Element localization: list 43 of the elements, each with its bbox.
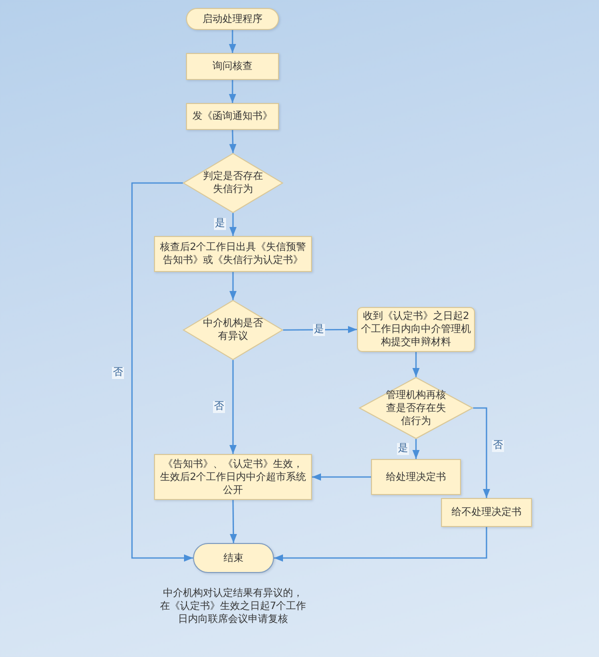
terminal-pill [186, 8, 279, 30]
flow-arrow [228, 30, 236, 53]
edge-label: 否 [112, 367, 124, 379]
process-box [371, 459, 461, 495]
step-text: 收到《认定书》之日起2个工作日内向中介管理机构提交申辩材料 [360, 310, 472, 349]
edge-label: 否 [213, 401, 225, 413]
step-text: 给处理决定书 [386, 470, 446, 484]
decision-diamond [183, 300, 283, 360]
flow-arrow [229, 360, 237, 454]
flow-arrow [229, 213, 237, 236]
decision-text: 判定是否存在失信行为 [202, 170, 264, 196]
decision-text: 中介机构是否有异议 [202, 317, 264, 343]
process-box [186, 53, 279, 80]
edge-label: 否 [492, 440, 504, 452]
edge-label: 是 [313, 324, 325, 336]
edge-label: 是 [214, 218, 226, 230]
step-text: 结束 [224, 552, 244, 564]
flow-arrow [412, 439, 420, 459]
terminal-pill [193, 543, 274, 573]
decision-diamond [359, 377, 473, 439]
step-text: 给不处理决定书 [452, 506, 522, 519]
flow-arrow [229, 130, 236, 154]
flow-arrow [473, 407, 490, 498]
flow-arrow [228, 80, 236, 103]
step-text: 询问核查 [212, 60, 252, 73]
flow-arrow [312, 473, 371, 481]
process-box [186, 103, 279, 130]
flow-arrow [274, 527, 488, 562]
edge-label: 是 [397, 443, 409, 455]
note-text: 中介机构对认定结果有异议的，在《认定书》生效之日起7个工作日内向联席会议申请复核 [159, 587, 307, 626]
flow-arrow [229, 272, 237, 300]
process-box [154, 236, 312, 272]
flow-arrow [230, 500, 237, 543]
decision-text: 管理机构再核查是否存在失信行为 [385, 388, 447, 428]
decision-diamond [183, 153, 283, 213]
process-box [441, 498, 532, 527]
step-text: 启动处理程序 [202, 12, 262, 26]
flow-arrow [283, 326, 357, 334]
step-text: 《告知书》、《认定书》生效，生效后2个工作日内中介超市系统公开 [159, 458, 307, 496]
step-text: 核查后2个工作日出具《失信预警告知书》或《失信行为认定书》 [159, 241, 307, 267]
flow-arrow [412, 352, 420, 377]
step-text: 发《函询通知书》 [192, 110, 272, 123]
flow-arrow [131, 182, 193, 562]
